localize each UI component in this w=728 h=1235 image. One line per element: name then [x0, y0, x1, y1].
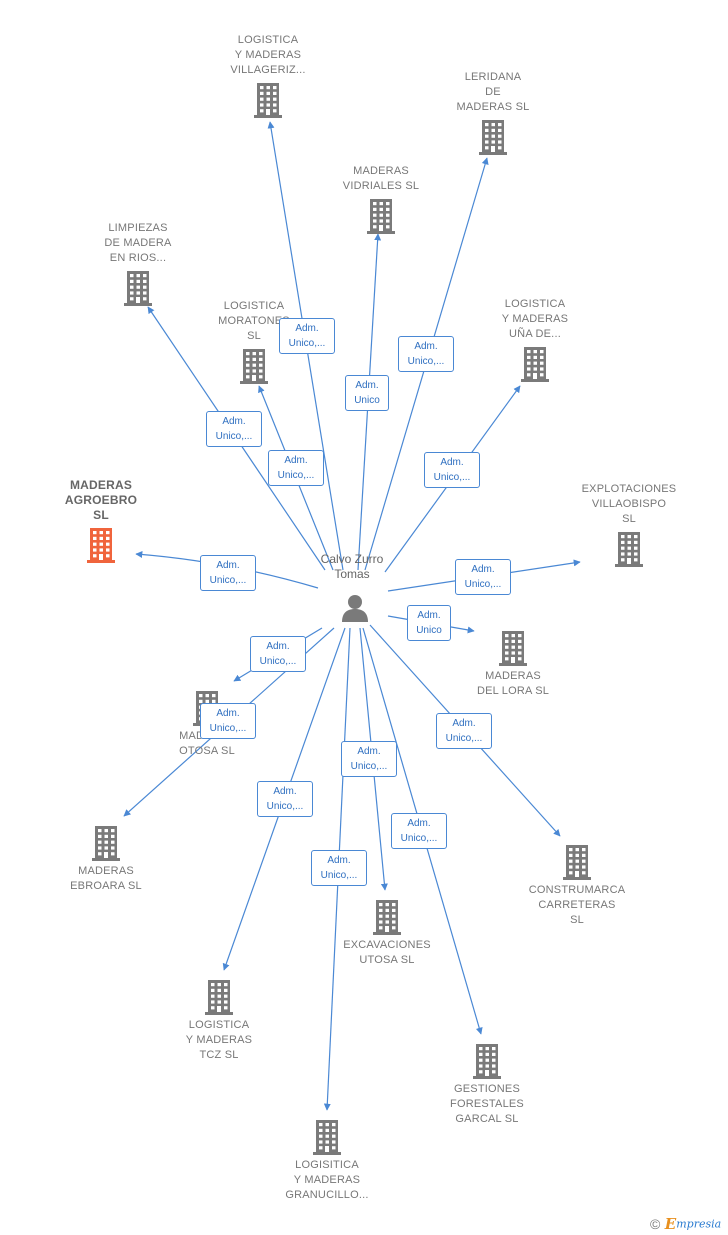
relation-label-c5[interactable]: Adm. Unico,... — [268, 450, 324, 486]
building-icon[interactable] — [238, 348, 270, 384]
company-name-c7[interactable]: MADERAS AGROEBRO SL — [64, 478, 138, 522]
company-name-c2[interactable]: LERIDANA DE MADERAS SL — [456, 71, 530, 113]
building-icon[interactable] — [519, 346, 551, 382]
company-name-c11[interactable]: MADERAS EBROARA SL — [70, 865, 142, 892]
company-name-c5[interactable]: LOGISTICA MORATONES SL — [218, 300, 290, 342]
company-name-c16[interactable]: LOGISITICA Y MADERAS GRANUCILLO... — [285, 1159, 369, 1201]
company-name-c4[interactable]: LIMPIEZAS DE MADERA EN RIOS... — [104, 222, 172, 264]
footer: © Empresia — [650, 1215, 722, 1233]
relation-label-c14[interactable]: Adm. Unico,... — [257, 781, 313, 817]
relation-label-c16[interactable]: Adm. Unico,... — [311, 850, 367, 886]
relation-label-c11[interactable]: Adm. Unico,... — [200, 703, 256, 739]
building-icon[interactable] — [561, 844, 593, 880]
company-name-c15[interactable]: GESTIONES FORESTALES GARCAL SL — [450, 1083, 524, 1125]
relation-label-c15[interactable]: Adm. Unico,... — [391, 813, 447, 849]
copyright-icon: © — [650, 1216, 661, 1232]
company-name-c1[interactable]: LOGISTICA Y MADERAS VILLAGERIZ... — [230, 34, 306, 76]
building-icon[interactable] — [477, 119, 509, 155]
relation-label-c3[interactable]: Adm. Unico — [345, 375, 389, 411]
company-name-c6[interactable]: LOGISTICA Y MADERAS UÑA DE... — [501, 298, 569, 340]
relation-label-c9[interactable]: Adm. Unico — [407, 605, 451, 641]
building-icon[interactable] — [90, 825, 122, 861]
building-icon[interactable] — [85, 527, 117, 563]
relation-label-c1[interactable]: Adm. Unico,... — [279, 318, 335, 354]
building-icon[interactable] — [365, 198, 397, 234]
building-icon[interactable] — [252, 82, 284, 118]
relation-label-c8[interactable]: Adm. Unico,... — [455, 559, 511, 595]
company-name-c8[interactable]: EXPLOTACIONES VILLAOBISPO SL — [581, 483, 677, 525]
company-name-c13[interactable]: EXCAVACIONES UTOSA SL — [343, 939, 431, 966]
building-icon[interactable] — [613, 531, 645, 567]
relation-label-c6[interactable]: Adm. Unico,... — [424, 452, 480, 488]
company-name-c14[interactable]: LOGISTICA Y MADERAS TCZ SL — [185, 1019, 253, 1061]
empresia-logo[interactable]: Empresia — [664, 1215, 722, 1233]
building-icon[interactable] — [371, 899, 403, 935]
relation-label-c7[interactable]: Adm. Unico,... — [200, 555, 256, 591]
company-name-c12[interactable]: CONSTRUMARCA CARRETERAS SL — [528, 884, 626, 926]
building-icon[interactable] — [471, 1043, 503, 1079]
relation-label-c2[interactable]: Adm. Unico,... — [398, 336, 454, 372]
building-icon[interactable] — [311, 1119, 343, 1155]
company-name-c9[interactable]: MADERAS DEL LORA SL — [476, 670, 550, 697]
relation-label-c10[interactable]: Adm. Unico,... — [250, 636, 306, 672]
relation-label-c13[interactable]: Adm. Unico,... — [341, 741, 397, 777]
person-icon[interactable] — [340, 593, 370, 623]
relation-label-c4[interactable]: Adm. Unico,... — [206, 411, 262, 447]
relation-label-c12[interactable]: Adm. Unico,... — [436, 713, 492, 749]
company-name-c3[interactable]: MADERAS VIDRIALES SL — [342, 165, 420, 192]
person-name[interactable]: Calvo Zurro Tomas — [320, 552, 384, 581]
building-icon[interactable] — [122, 270, 154, 306]
building-icon[interactable] — [203, 979, 235, 1015]
building-icon[interactable] — [497, 630, 529, 666]
